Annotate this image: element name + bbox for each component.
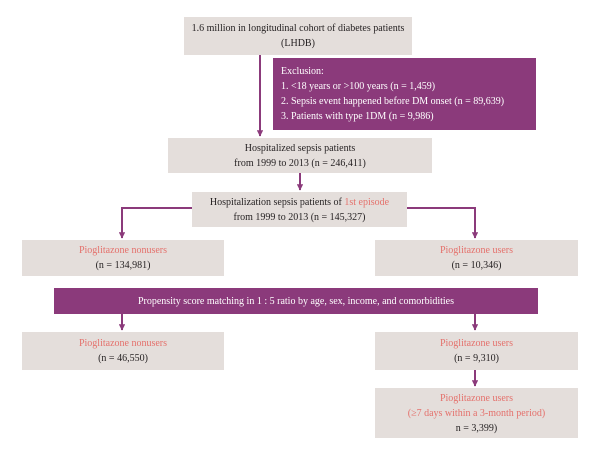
cohort-box: 1.6 million in longitudinal cohort of di… bbox=[184, 17, 412, 55]
users-box: Pioglitazone users (n = 10,346) bbox=[375, 240, 578, 276]
hospitalized-box: Hospitalized sepsis patients from 1999 t… bbox=[168, 138, 432, 173]
first-episode-line1: Hospitalization sepsis patients of 1st e… bbox=[210, 195, 389, 210]
long-users-count: n = 3,399) bbox=[455, 422, 498, 434]
matched-nonusers-count: (n = 46,550) bbox=[98, 353, 148, 364]
long-users-box: Pioglitazone users (≥7 days within a 3-m… bbox=[375, 388, 578, 438]
first-episode-highlight: 1st episode bbox=[344, 196, 390, 208]
hospitalized-line1: Hospitalized sepsis patients bbox=[244, 142, 356, 154]
long-users-label: Pioglitazone users bbox=[439, 392, 514, 404]
cohort-line1: 1.6 million in longitudinal cohort of di… bbox=[191, 23, 405, 34]
first-episode-line2: from 1999 to 2013 (n = 145,327) bbox=[233, 211, 366, 223]
users-label: Pioglitazone users bbox=[439, 245, 514, 256]
first-episode-box: Hospitalization sepsis patients of 1st e… bbox=[192, 192, 407, 227]
exclusion-title: Exclusion: bbox=[281, 66, 324, 77]
matched-nonusers-box: Pioglitazone nonusers (n = 46,550) bbox=[22, 332, 224, 370]
arrow-split-to-nonusers bbox=[118, 207, 192, 239]
exclusion-item-1: 1. <18 years or >100 years (n = 1,459) bbox=[281, 81, 436, 92]
users-count: (n = 10,346) bbox=[451, 260, 502, 271]
first-episode-prefix: Hospitalization sepsis patients of bbox=[209, 196, 345, 208]
matched-users-count: (n = 9,310) bbox=[454, 353, 499, 364]
nonusers-label: Pioglitazone nonusers bbox=[78, 245, 168, 256]
nonusers-count: (n = 134,981) bbox=[95, 260, 151, 271]
exclusion-item-2: 2. Sepsis event happened before DM onset… bbox=[281, 96, 505, 107]
arrow-split-to-users bbox=[407, 207, 479, 239]
hospitalized-line2: from 1999 to 2013 (n = 246,411) bbox=[234, 157, 366, 169]
long-users-sublabel: (≥7 days within a 3-month period) bbox=[407, 407, 546, 419]
matching-text: Propensity score matching in 1 : 5 ratio… bbox=[137, 295, 455, 307]
matched-nonusers-label: Pioglitazone nonusers bbox=[78, 338, 168, 349]
exclusion-box: Exclusion: 1. <18 years or >100 years (n… bbox=[273, 58, 536, 130]
cohort-line2: (LHDB) bbox=[281, 38, 315, 49]
matching-bar: Propensity score matching in 1 : 5 ratio… bbox=[54, 288, 538, 314]
matched-users-label: Pioglitazone users bbox=[439, 338, 514, 349]
exclusion-item-3: 3. Patients with type 1DM (n = 9,986) bbox=[281, 111, 434, 122]
matched-users-box: Pioglitazone users (n = 9,310) bbox=[375, 332, 578, 370]
nonusers-box: Pioglitazone nonusers (n = 134,981) bbox=[22, 240, 224, 276]
